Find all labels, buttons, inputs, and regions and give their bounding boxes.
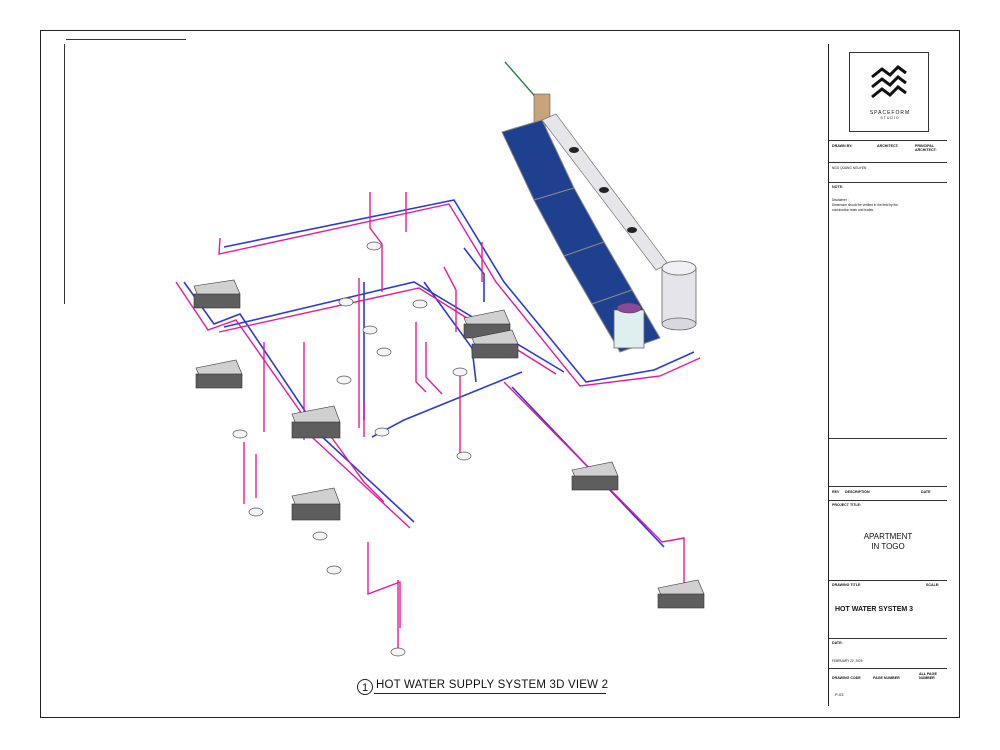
note-disclaimer: Disclaimer : — [832, 198, 849, 202]
project-title-line-2: IN TOGO — [871, 542, 905, 551]
view-caption: HOT WATER SUPPLY SYSTEM 3D VIEW 2 — [376, 679, 609, 691]
hot-water-pipes — [175, 192, 701, 652]
drawing-code-label: DRAWING CODE — [832, 676, 861, 680]
project-title-label: PROJECT TITLE: — [832, 503, 862, 507]
architect-label: ARCHITECT: — [877, 144, 899, 148]
drawn-by-label: DRAWN BY: — [832, 144, 853, 148]
cold-water-pipes — [183, 199, 695, 548]
project-title: APARTMENT IN TOGO — [829, 532, 947, 552]
drawing-title: HOT WATER SYSTEM 3 — [835, 606, 914, 613]
description-label: DESCRIPTION — [845, 490, 870, 494]
drawing-code: P-03 — [835, 692, 844, 697]
drawing-sheet — [40, 30, 960, 718]
studio-sub: STUDIO — [880, 116, 900, 120]
scale-label: SCALE: — [926, 583, 940, 587]
rev-label: REV — [832, 490, 840, 494]
view-number: 1 — [357, 679, 373, 695]
isometric-pipe-diagram — [175, 61, 705, 657]
drawn-by-value: NGO QUANG NGUYEN — [832, 166, 867, 170]
caption-underline — [374, 693, 606, 694]
note-text: Dimension should be verified in the fiel… — [832, 203, 898, 207]
wash-basins — [232, 241, 472, 657]
all-page-number-label: ALL PAGE NUMBER — [919, 672, 937, 680]
date-value: FEBRUARY 22, 2025 — [832, 659, 863, 663]
studio-name: SPACEFORM — [869, 110, 911, 116]
fixture-counter — [571, 461, 619, 491]
principal-architect-label: PRINCIPAL ARCHITECT: — [915, 144, 937, 152]
spaceform-logo-icon — [871, 65, 907, 99]
title-block: SPACEFORM STUDIO DRAWN BY: ARCHITECT: PR… — [828, 44, 947, 706]
hot-water-tank — [613, 260, 697, 349]
fixture-counter — [291, 487, 341, 521]
date-column-label: DATE — [921, 490, 931, 494]
plumbing-fixtures — [193, 279, 705, 609]
fixture-counter — [195, 359, 243, 389]
top-ruler — [66, 39, 186, 44]
fixture-counter — [291, 405, 341, 439]
page-number-label: PAGE NUMBER — [873, 676, 900, 680]
studio-logo: SPACEFORM STUDIO — [849, 52, 929, 132]
note-text: construction team and trades. — [832, 208, 874, 212]
fixture-counter — [193, 279, 241, 309]
drawing-title-label: DRAWING TITLE — [832, 583, 861, 587]
date-label: DATE: — [832, 641, 843, 645]
left-ruler — [64, 44, 69, 304]
fixture-counter — [657, 579, 705, 609]
pump-box — [613, 309, 645, 349]
note-label: NOTE: — [832, 185, 844, 189]
project-title-line-1: APARTMENT — [863, 532, 913, 541]
fixture-counter — [471, 329, 519, 359]
